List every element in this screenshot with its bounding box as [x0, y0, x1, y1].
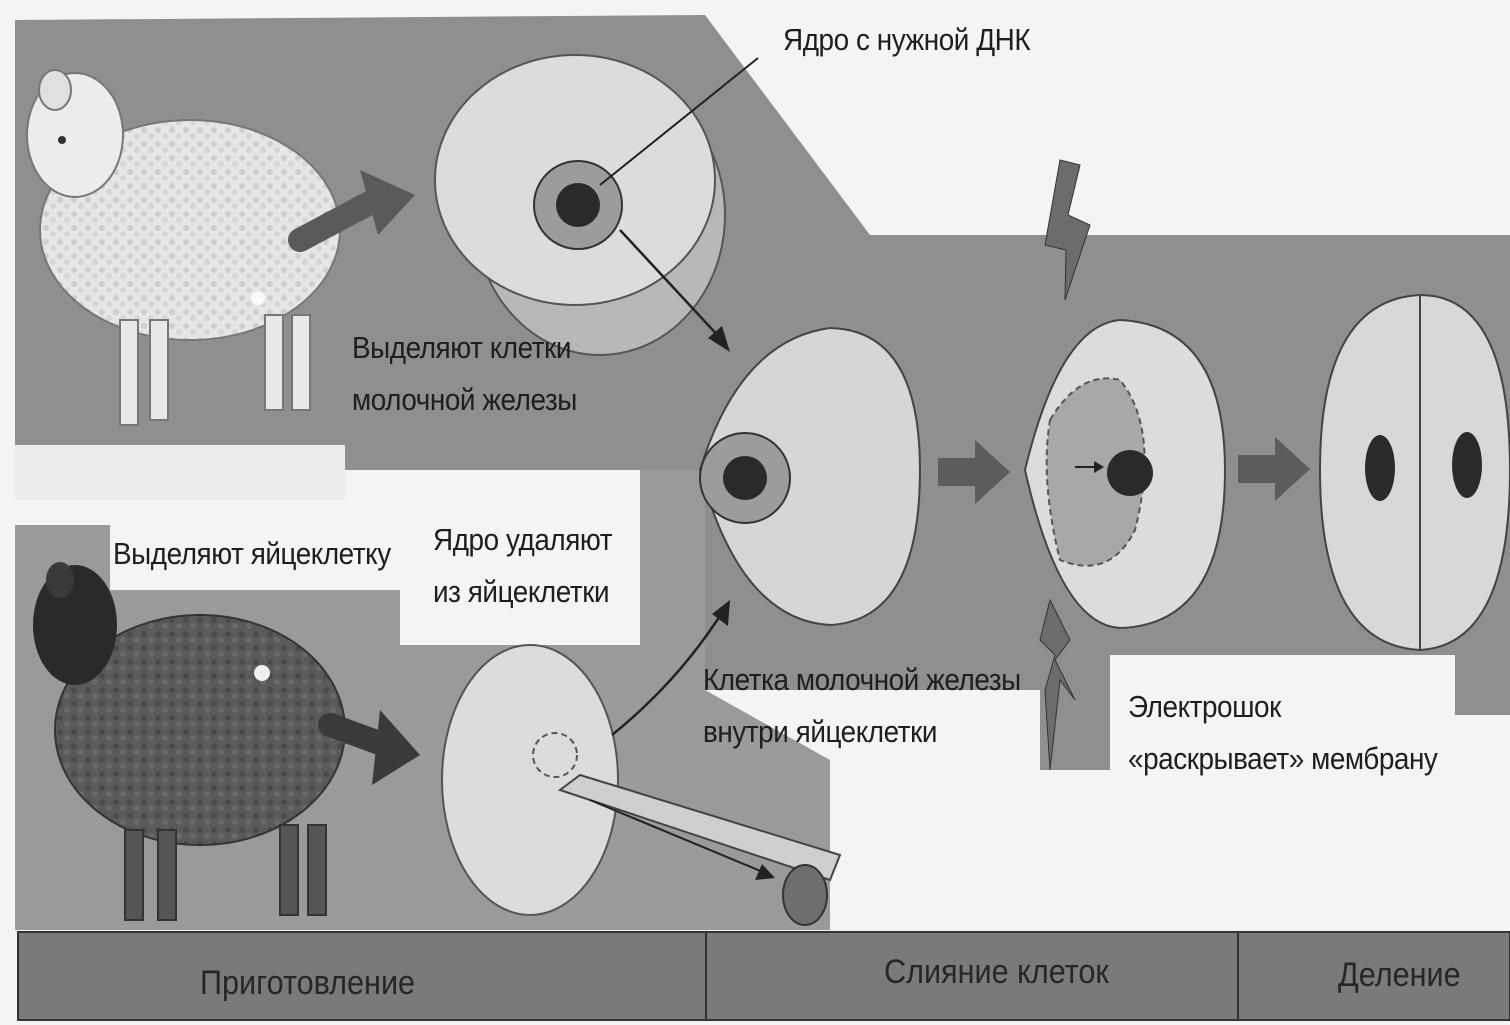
label-electroshock: Электрошок «раскрывает» мембрану	[1128, 681, 1437, 785]
label-remove-nucleus-line2: из яйцеклетки	[433, 566, 612, 618]
stage-label-division: Деление	[1338, 955, 1461, 995]
label-electroshock-line1: Электрошок	[1128, 681, 1437, 733]
label-isolate-mammary-cells: Выделяют клетки молочной железы	[352, 322, 577, 426]
stage-label-preparation: Приготовление	[200, 963, 415, 1003]
label-remove-nucleus: Ядро удаляют из яйцеклетки	[433, 514, 612, 618]
label-cell-inside-egg: Клетка молочной железы внутри яйцеклетки	[703, 654, 1021, 758]
dividing-cell	[1320, 295, 1510, 650]
label-isolate-mammary-line2: молочной железы	[352, 374, 577, 426]
label-nucleus-dna: Ядро с нужной ДНК	[783, 14, 1030, 66]
label-isolate-egg: Выделяют яйцеклетку	[113, 528, 391, 580]
label-electroshock-line2: «раскрывает» мембрану	[1128, 733, 1437, 785]
label-isolate-mammary-line1: Выделяют клетки	[352, 322, 577, 374]
label-cell-inside-line1: Клетка молочной железы	[703, 654, 1021, 706]
label-cell-inside-line2: внутри яйцеклетки	[703, 706, 1021, 758]
label-remove-nucleus-line1: Ядро удаляют	[433, 514, 612, 566]
white-gap	[15, 445, 345, 500]
stage-label-fusion: Слияние клеток	[884, 952, 1109, 992]
